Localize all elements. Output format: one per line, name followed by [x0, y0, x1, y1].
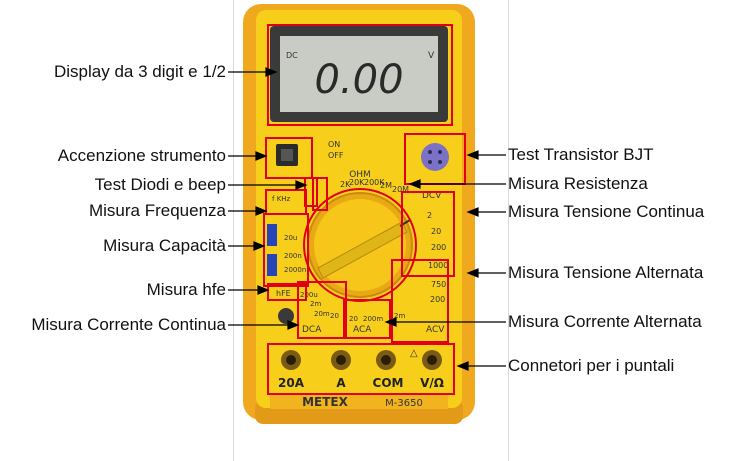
khz-label: f KHz	[272, 195, 291, 203]
aca-range-200m: 200m	[363, 315, 383, 323]
zero-adjust-knob	[278, 308, 294, 324]
dcv-range-200: 200	[431, 243, 446, 252]
annotation-frequency: Misura Frequenza	[88, 201, 226, 220]
annotation-dc-current: Misura Corrente Continua	[31, 315, 226, 334]
jack-com-label: COM	[373, 376, 404, 390]
dcv-range-2: 2	[427, 211, 432, 220]
highlight-dca	[297, 281, 347, 339]
annotation-ac-current: Misura Corrente Alternata	[508, 312, 702, 331]
hfe-socket	[421, 143, 449, 171]
dcv-range-20: 20	[431, 227, 441, 236]
cap-socket-bottom	[267, 254, 277, 276]
ohm-range-20k: 20K	[349, 178, 365, 187]
highlight-jacks	[267, 343, 455, 395]
ohm-range-20m: 20M	[392, 185, 409, 194]
cap-socket-top	[267, 224, 277, 246]
cap-range-2000n: 2000n	[284, 266, 306, 274]
display-lcd	[280, 36, 438, 112]
display-reading: 0.00	[314, 57, 403, 103]
jack-vohm-label: V/Ω	[420, 376, 444, 390]
power-switch-knob	[281, 149, 293, 161]
jack-20a-label: 20A	[278, 376, 305, 390]
power-off-label: OFF	[328, 151, 344, 160]
background-divider-right	[508, 0, 509, 461]
dca-label: DCA	[302, 325, 322, 335]
annotation-bjt: Test Transistor BJT	[508, 145, 654, 164]
ohm-range-200k: 200K	[364, 178, 385, 187]
highlight-hfe	[267, 283, 307, 301]
annotation-diode: Test Diodi e beep	[94, 175, 226, 194]
aca-label: ACA	[353, 325, 372, 335]
ohm-range-2m: 2M	[380, 181, 392, 190]
acv-label: ACV	[426, 325, 445, 335]
acv-range-200: 200	[430, 295, 445, 304]
annotation-display: Display da 3 digit e 1/2	[54, 62, 226, 81]
dca-range-200u: 200u	[300, 291, 318, 299]
hfe-label: hFE	[276, 289, 291, 298]
annotation-ac-voltage: Misura Tensione Alternata	[508, 263, 704, 282]
annotation-resistance: Misura Resistenza	[508, 174, 648, 193]
display-mode-right: V	[428, 51, 435, 61]
acv-range-2m-current: 2m	[394, 312, 405, 320]
highlight-acv	[391, 259, 449, 343]
ohm-range-2k: 2K	[340, 180, 351, 189]
dcv-range-1000: 1000	[428, 261, 448, 270]
highlight-selector	[303, 188, 417, 302]
annotation-capacitance: Misura Capacità	[103, 236, 226, 255]
annotation-dc-voltage: Misura Tensione Continua	[508, 202, 705, 221]
dca-range-20m: 20m	[314, 310, 330, 318]
power-on-label: ON	[328, 140, 340, 149]
brand-name: METEX	[302, 395, 349, 409]
ohm-label: OHM	[349, 170, 371, 180]
cap-range-20u: 20u	[284, 234, 297, 242]
dcv-label: DCV	[422, 191, 442, 201]
highlight-power	[265, 137, 313, 179]
jack-a-label: A	[336, 376, 346, 390]
annotation-hfe: Misura hfe	[146, 280, 226, 299]
acv-range-750: 750	[431, 280, 446, 289]
cap-range-200n: 200n	[284, 252, 302, 260]
warning-triangle-icon: △	[410, 348, 418, 359]
highlight-dcv	[401, 191, 455, 277]
highlight-ohm	[312, 177, 328, 211]
aca-range-20: 20	[349, 315, 358, 323]
brand-strip	[270, 393, 448, 409]
dca-range-20: 20	[330, 312, 339, 320]
annotation-probe-jacks: Connetori per i puntali	[508, 356, 675, 375]
display-mode-left: DC	[286, 51, 298, 60]
highlight-capacitance	[263, 213, 309, 287]
rotary-selector-pointer	[317, 221, 408, 279]
dca-range-2m: 2m	[310, 300, 321, 308]
model-name: M-3650	[385, 398, 423, 409]
background-divider-left	[233, 0, 234, 461]
annotation-power: Accenzione strumento	[57, 146, 226, 165]
